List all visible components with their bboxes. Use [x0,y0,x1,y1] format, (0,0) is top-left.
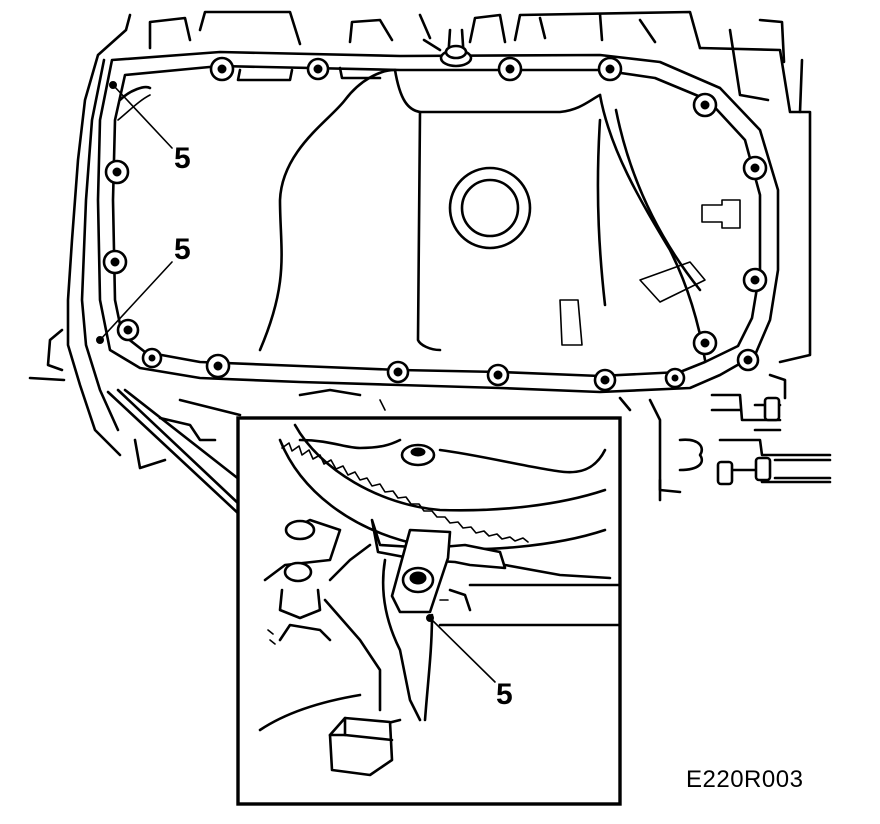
bolt [664,367,686,389]
bolt [486,363,510,387]
callout-label-lower: 5 [174,233,191,266]
bolt [141,347,163,369]
oil-pan [96,50,780,394]
top-stud [439,28,473,68]
bolt [597,56,623,82]
magnifier-pointer [106,388,242,517]
bolt [497,56,523,82]
bolt [386,360,410,384]
lower-left-parts [158,388,386,442]
callout-label-inset: 5 [496,678,513,711]
callout-label-upper: 5 [174,142,191,175]
bolt [736,348,760,372]
bolt [102,249,128,275]
right-pipes [618,373,832,502]
figure-code: E220R003 [686,766,804,793]
bolt [306,57,330,81]
bolt [209,56,235,82]
bolt [742,155,768,181]
bolt [205,353,231,379]
bolt [742,267,768,293]
leader-lines [99,84,173,341]
bolt [593,368,617,392]
engine-top-components [148,10,812,364]
bolt [692,92,718,118]
detail-inset [236,416,622,806]
bolt [104,159,130,185]
left-frame [28,13,167,470]
bolt [116,318,140,342]
bolt [692,330,718,356]
flange-bolts [102,56,768,392]
